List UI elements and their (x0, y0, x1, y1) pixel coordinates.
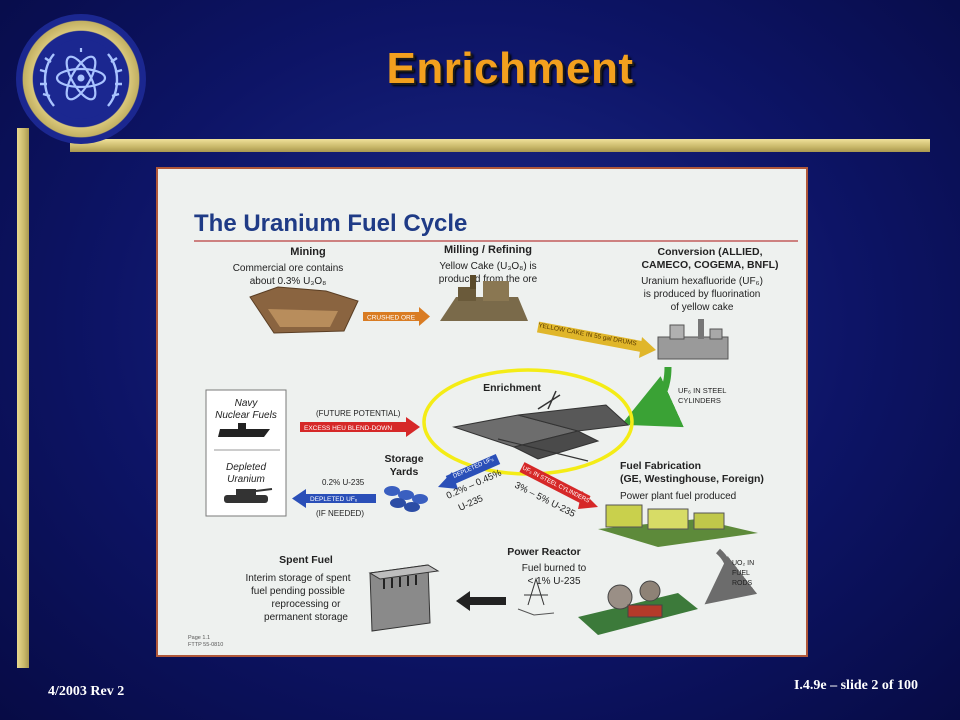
gold-vertical-bar (17, 128, 29, 668)
uf6-cyl-line1: UF₆ IN STEEL (678, 386, 726, 395)
mining-line2: about 0.3% U₃O₈ (250, 276, 327, 287)
crushed-ore-label: CRUSHED ORE (367, 315, 416, 322)
diagram-heading: The Uranium Fuel Cycle (194, 210, 467, 237)
spent-line4: permanent storage (264, 612, 348, 623)
milling-title: Milling / Refining (444, 244, 532, 256)
footer-date: 4/2003 Rev 2 (48, 684, 125, 699)
heu-red-arrowhead (406, 417, 420, 437)
enriched-band-arrow (519, 462, 591, 506)
heu-red-arrow (300, 422, 406, 432)
depleted-band-arrowhead (438, 472, 458, 489)
power-reactor-icon (517, 577, 698, 635)
spent-fuel-arrow (470, 597, 506, 605)
uo2-line1: UO₂ IN (732, 560, 754, 567)
fuel-cycle-diagram: The Uranium Fuel Cycle Mining Commercial… (156, 167, 808, 657)
fabrication-plant-icon (598, 504, 758, 547)
navy-line1: Navy (235, 398, 259, 409)
future-potential-label: (FUTURE POTENTIAL) (316, 409, 401, 418)
crushed-ore-arrowhead (419, 307, 430, 326)
uf6-cyl-line2: CYLINDERS (678, 396, 721, 405)
uo2-line3: RODS (732, 580, 753, 587)
mill-building-icon (440, 275, 528, 321)
depleted-uf6-label: DEPLETED UF₆ (310, 496, 358, 503)
storage-cylinders-icon (384, 486, 428, 512)
fab-title1: Fuel Fabrication (620, 460, 701, 472)
mine-pit-inner (268, 309, 338, 327)
conversion-line2: is produced by fluorination (644, 289, 761, 300)
conversion-title2: CAMECO, COGEMA, BNFL) (641, 259, 778, 271)
depleted-blue-arrow (306, 494, 376, 503)
if-needed-label: (IF NEEDED) (316, 509, 364, 518)
conversion-plant-icon (657, 319, 729, 360)
depleted-u-line2: Uranium (227, 474, 265, 485)
u235-02-label: 0.2% U-235 (322, 478, 365, 487)
storage-line1: Storage (384, 453, 423, 465)
mining-line1: Commercial ore contains (233, 263, 344, 274)
spent-line2: fuel pending possible (251, 586, 345, 597)
mining-title: Mining (290, 246, 325, 258)
iaea-logo-icon (39, 39, 123, 119)
enriched-band-arrowhead (578, 491, 598, 509)
excess-heu-label: EXCESS HEU BLEND-DOWN (304, 425, 392, 432)
conversion-line1: Uranium hexafluoride (UF₆) (641, 276, 763, 287)
spent-line1: Interim storage of spent (245, 573, 350, 584)
crushed-ore-arrow (363, 312, 419, 321)
fab-line3: Power plant fuel produced (620, 491, 736, 502)
submarine-tower (238, 423, 246, 430)
yellow-cake-arrowhead (639, 337, 656, 358)
depleted-u-line1: Depleted (226, 462, 266, 473)
conversion-title1: Conversion (ALLIED, (657, 246, 762, 258)
submarine-icon (218, 429, 270, 437)
storage-line2: Yards (390, 466, 419, 478)
spent-fuel-arrowhead (456, 591, 470, 611)
milling-line1: Yellow Cake (U₃O₈) is (439, 261, 536, 272)
fuel-cycle-svg: The Uranium Fuel Cycle Mining Commercial… (188, 210, 798, 648)
reactor-line2: Fuel burned to (522, 563, 587, 574)
fab-title2: (GE, Westinghouse, Foreign) (620, 473, 764, 485)
yellow-cake-arrow (536, 321, 646, 353)
reactor-title: Power Reactor (507, 546, 581, 558)
spent-fuel-title: Spent Fuel (279, 554, 333, 566)
uo2-gray-arrow (704, 548, 758, 605)
milling-line2: produced from the ore (439, 274, 538, 285)
depleted-band-arrow (445, 453, 501, 487)
reactor-line3: < 1% U-235 (527, 576, 581, 587)
navy-line2: Nuclear Fuels (215, 410, 277, 421)
conversion-line3: of yellow cake (671, 302, 734, 313)
gold-horizontal-bar (70, 139, 930, 152)
slide-title: Enrichment (386, 44, 634, 93)
spent-fuel-pool-icon (368, 564, 440, 632)
footer-slide-number: I.4.9e – slide 2 of 100 (793, 678, 918, 693)
uo2-line2: FUEL (732, 570, 750, 577)
uf6-green-arrow (621, 366, 684, 428)
page-ref-line2: FTTP 55-0810 (188, 642, 223, 648)
depleted-blue-arrowhead (292, 489, 306, 508)
enrichment-plant-icon (452, 390, 630, 462)
enrichment-label: Enrichment (483, 382, 541, 394)
spent-line3: reprocessing or (272, 599, 342, 610)
tank-icon (224, 488, 273, 503)
page-ref-line1: Page 1.1 (188, 635, 210, 641)
